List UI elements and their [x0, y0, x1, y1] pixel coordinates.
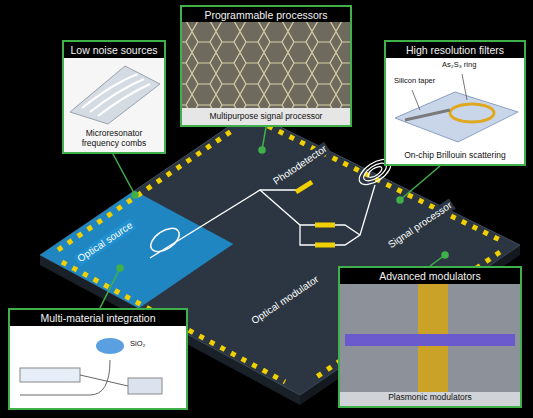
image-panel [340, 284, 520, 406]
box-ground [8, 308, 188, 410]
leader-line [100, 268, 120, 308]
box-heading: Advanced modulators [342, 270, 518, 282]
leader-dot [117, 265, 123, 271]
leader-dot [132, 192, 138, 198]
part-label: Silicon taper [392, 77, 437, 86]
image-panel [182, 22, 350, 125]
callout-box: Programmable processorsMultipurpose sign… [180, 5, 352, 127]
ring [450, 104, 494, 122]
box-caption: On-chip Brillouin scattering [388, 151, 522, 161]
leader-line [462, 74, 467, 100]
material-block [128, 378, 162, 394]
leader-line [113, 154, 135, 195]
caption-strip [340, 392, 520, 406]
material-block [20, 368, 80, 382]
box-ground [384, 40, 526, 166]
filter-chip [395, 92, 518, 142]
modulator-electrode [315, 223, 335, 228]
leader-line [412, 90, 420, 110]
box-heading: Low noise sources [66, 44, 162, 56]
leader-dot [397, 197, 403, 203]
microdisk [96, 338, 124, 354]
ring-resonator [147, 224, 184, 257]
image-panel [64, 58, 164, 152]
hex-mesh [182, 22, 350, 108]
box-caption: Plasmonic modulators [342, 393, 518, 403]
modulator-electrode [315, 243, 335, 248]
leader-dot [259, 147, 265, 153]
callout-box: High resolution filtersOn-chip Brillouin… [384, 40, 526, 166]
box-caption: Multipurpose signal processor [184, 112, 348, 122]
callout-box: Multi-material integration [8, 308, 188, 410]
caption-strip [182, 108, 350, 125]
waveguide [20, 360, 128, 395]
waveguide [260, 185, 375, 245]
source-region [40, 191, 233, 309]
image-panel [10, 326, 186, 408]
taper [405, 110, 450, 120]
box-ground [62, 40, 166, 154]
box-ground [338, 266, 522, 408]
box-ground [180, 5, 352, 127]
leader-line [400, 166, 440, 200]
waveguide [150, 190, 300, 258]
waveguide [82, 74, 150, 116]
leader-dot [442, 252, 448, 258]
plasmonic-waveguide [345, 334, 515, 346]
photodetector-symbol [296, 182, 312, 192]
box-heading: Multi-material integration [12, 312, 184, 324]
box-heading: High resolution filters [388, 44, 522, 56]
image-panel [386, 58, 524, 164]
part-label: As₂S₃ ring [440, 61, 478, 70]
delay-coil [366, 165, 383, 180]
comb-chip [70, 66, 160, 124]
part-label: SiO₂ [128, 340, 147, 349]
callout-box: Low noise sourcesMicroresonator frequenc… [62, 40, 166, 154]
box-heading: Programmable processors [184, 9, 348, 21]
box-caption: Microresonator frequency combs [66, 129, 162, 149]
callout-box: Advanced modulatorsPlasmonic modulators [338, 266, 522, 408]
